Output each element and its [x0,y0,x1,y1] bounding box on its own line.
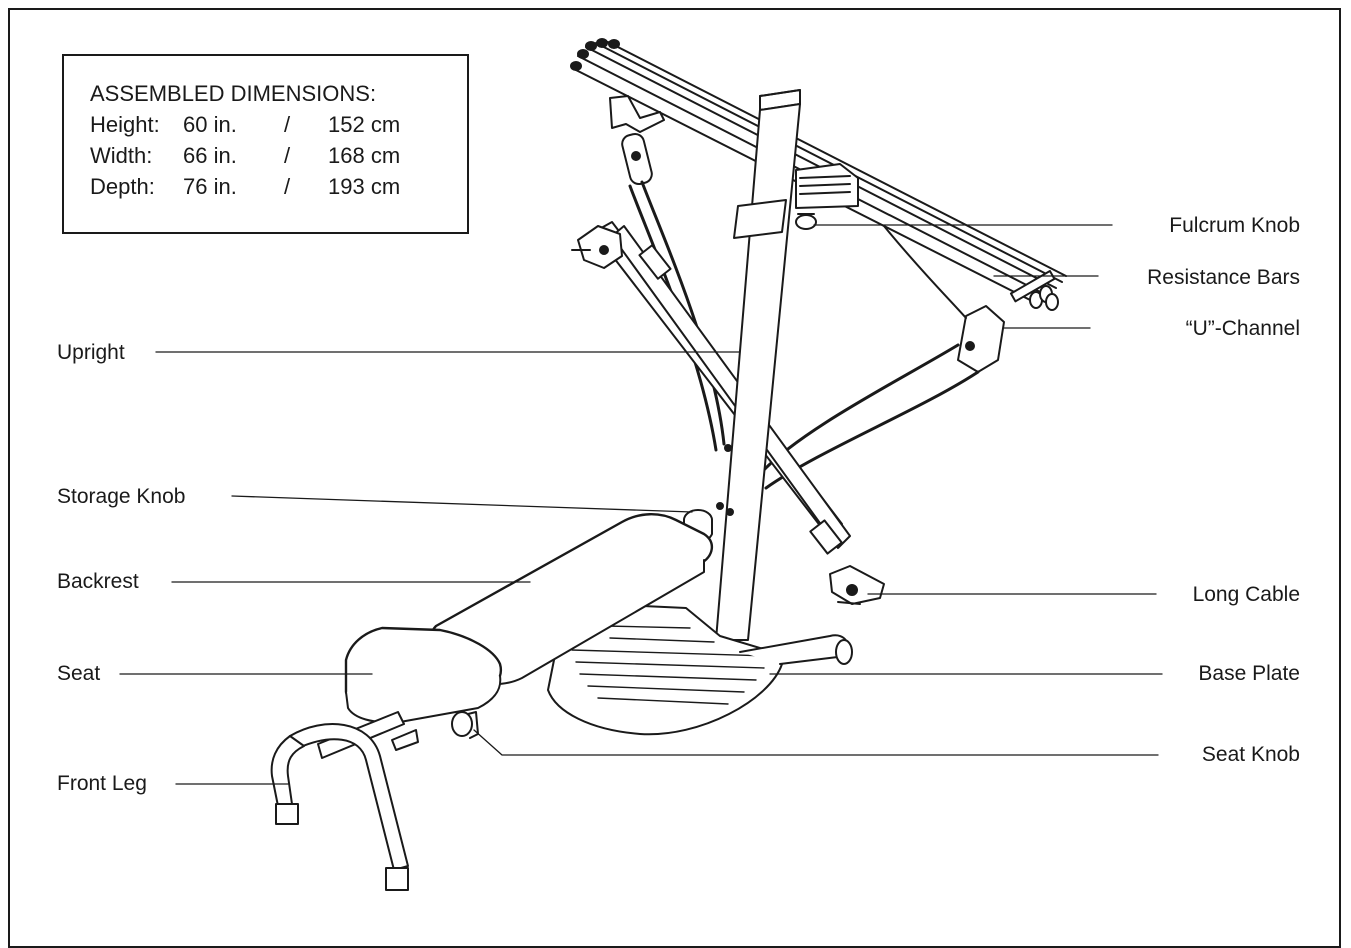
dimension-name: Width: [90,143,153,168]
label-fulcrum-knob: Fulcrum Knob [1169,214,1300,237]
label-base-plate: Base Plate [1198,662,1300,685]
label-storage-knob: Storage Knob [57,485,186,508]
dimension-separator: / [284,143,291,168]
dimension-name: Depth: [90,174,155,199]
label-u-channel: “U”-Channel [1185,317,1300,340]
fulcrum-mount [795,163,859,230]
label-long-cable: Long Cable [1192,583,1300,606]
label-front-leg: Front Leg [57,772,147,795]
dimension-inches: 60 in. [183,112,237,137]
label-seat: Seat [57,662,101,685]
dimension-cm: 193 cm [328,174,401,199]
dimensions-heading: ASSEMBLED DIMENSIONS: [90,81,377,106]
label-seat-knob: Seat Knob [1201,743,1300,766]
dimension-inches: 76 in. [183,174,237,199]
leader-lines [119,224,1163,785]
base-plate [547,603,853,736]
resistance-rods [570,38,1067,311]
label-backrest: Backrest [57,570,139,593]
leader-seat-knob [473,729,1159,756]
leader-storage-knob [231,495,693,513]
dimension-inches: 66 in. [183,143,237,168]
home-gym-illustration [119,38,1163,891]
dimension-separator: / [284,112,291,137]
seat [344,626,503,739]
dimension-cm: 152 cm [328,112,401,137]
right-pulley [758,225,1005,490]
front-leg [270,711,419,891]
dimension-separator: / [284,174,291,199]
base-crossbar [571,221,885,605]
dimension-cm: 168 cm [328,143,401,168]
assembled-dimensions-box: ASSEMBLED DIMENSIONS: Height: 60 in. / 1… [62,54,469,234]
label-resistance-bars: Resistance Bars [1147,266,1300,289]
label-upright: Upright [57,341,125,364]
dimension-name: Height: [90,112,160,137]
